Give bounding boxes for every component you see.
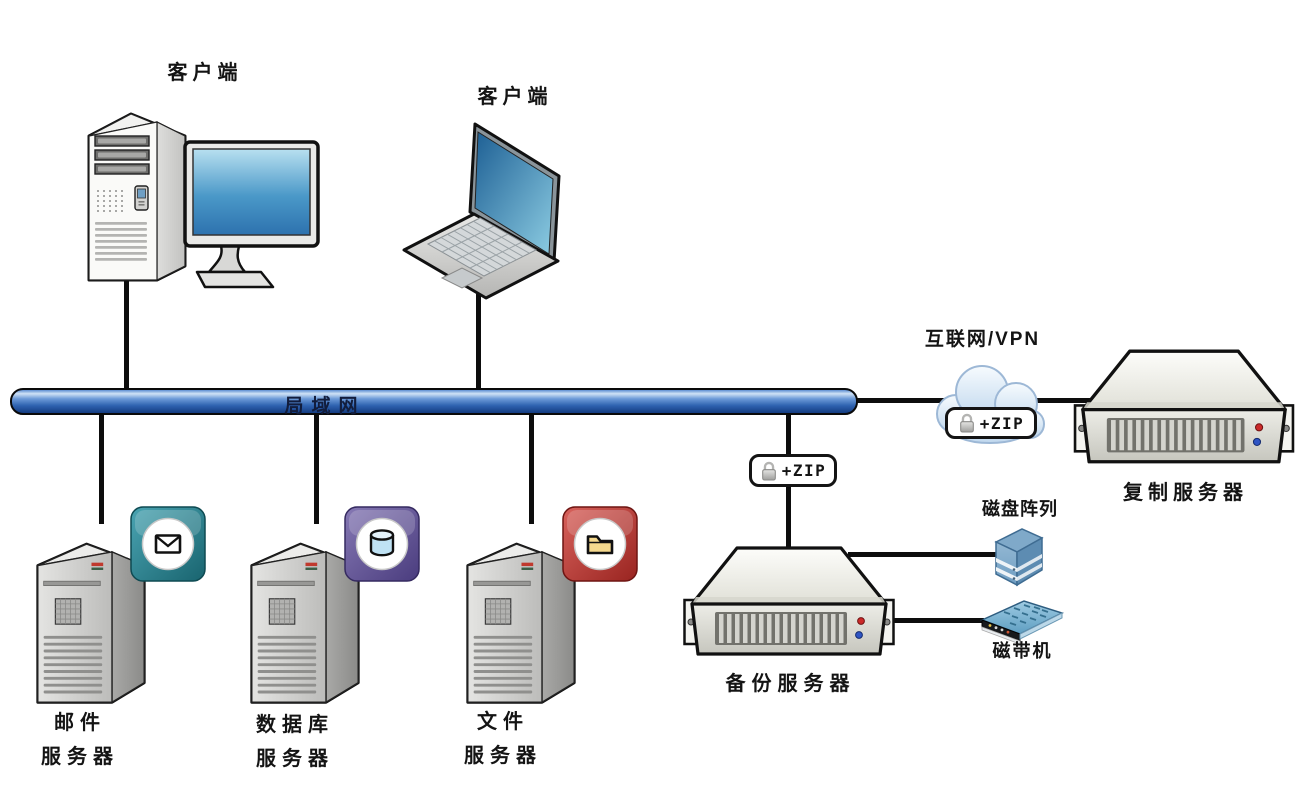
cable-lan-to-mail-server: [99, 412, 104, 524]
folder-icon: [586, 535, 614, 555]
cable-backup-to-disk-array: [848, 552, 998, 557]
envelope-icon: [154, 534, 182, 554]
laptop-touchpad: [440, 267, 484, 289]
padlock-icon: [761, 461, 776, 481]
mail-server-label: 邮件 服务器: [41, 712, 119, 768]
desktop-monitor: [183, 140, 320, 289]
backup-server-label: 备份服务器: [725, 673, 856, 695]
disk-array: [994, 528, 1044, 587]
cable-laptop-to-lan: [476, 294, 481, 392]
internet-vpn-label: 互联网/VPN: [924, 329, 1041, 350]
laptop-screen: [474, 131, 554, 255]
cable-lan-to-file-server: [529, 412, 534, 524]
database-cylinder-icon: [369, 529, 395, 557]
laptop-computer: [402, 122, 561, 300]
backup-server: [683, 543, 895, 660]
client-laptop-label: 客户端: [477, 86, 553, 108]
padlock-icon: [959, 413, 974, 433]
zip-encryption-badge-backup-link: +ZIP: [749, 454, 837, 487]
tape-drive-label: 磁带机: [992, 641, 1053, 661]
mail-server-badge: [130, 506, 206, 582]
desktop-computer: [87, 112, 320, 289]
file-server-label: 文件 服务器: [464, 711, 542, 767]
disk-array-label: 磁盘阵列: [982, 499, 1058, 519]
desktop-tower: [87, 112, 187, 282]
zip-badge-text: +ZIP: [979, 413, 1025, 433]
monitor-screen: [192, 148, 311, 236]
drive-bays: [94, 135, 150, 175]
client-desktop-label: 客户端: [167, 62, 243, 84]
zip-encryption-badge-wan-link: +ZIP: [945, 407, 1037, 439]
database-server-badge: [344, 506, 420, 582]
replication-server-label: 复制服务器: [1123, 482, 1248, 504]
cable-lan-to-database-server: [314, 412, 319, 524]
tape-drive: [980, 600, 1064, 645]
zip-badge-text: +ZIP: [781, 461, 827, 480]
lan-bus-label: 局域网: [284, 396, 366, 417]
tower-vents: [95, 222, 147, 261]
file-server-badge: [562, 506, 638, 582]
front-panel-reader: [134, 185, 149, 211]
lan-bus-bar: 局域网: [10, 388, 858, 417]
replication-server: [1073, 346, 1295, 468]
vent-dots: [97, 190, 123, 212]
cable-desktop-to-lan: [124, 276, 129, 392]
cable-backup-to-tape-drive: [878, 618, 984, 623]
database-server-label: 数据库 服务器: [256, 714, 334, 770]
